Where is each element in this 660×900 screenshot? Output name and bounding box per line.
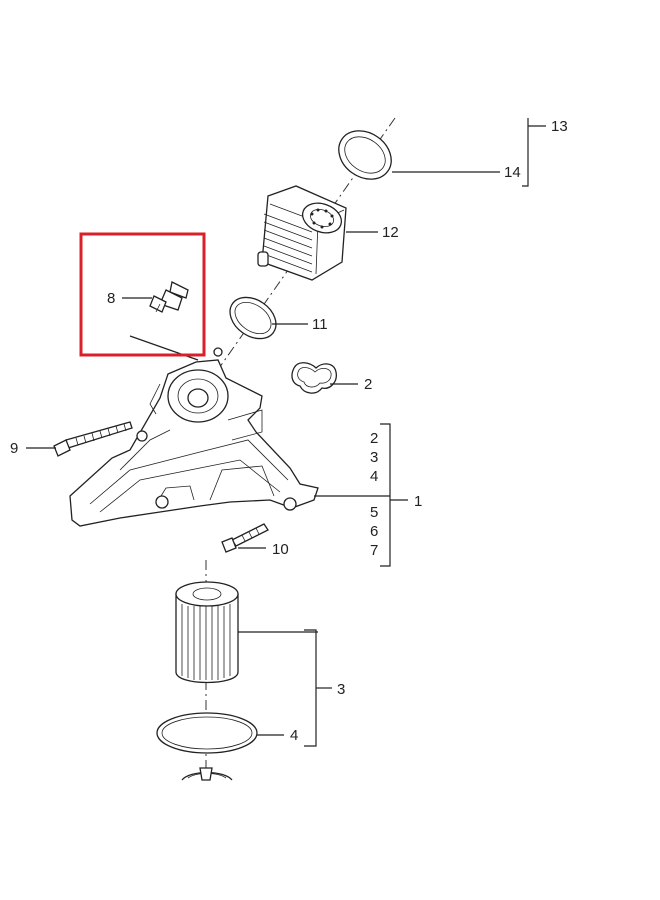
callout-10: 10	[272, 541, 289, 558]
callout-2-list: 2	[370, 430, 378, 447]
part-2-gasket	[291, 362, 337, 394]
callout-labels: 13 14 12 8 11 2 9 2 3 4 1 5 6 7 10 3 4	[10, 118, 568, 744]
callout-7: 7	[370, 542, 378, 559]
callout-6: 6	[370, 523, 378, 540]
part-9-bolt	[53, 421, 133, 457]
callout-12: 12	[382, 224, 399, 241]
part-8-oil-pressure-switch	[149, 281, 189, 313]
bracket-1	[380, 423, 391, 567]
part-14-o-ring	[338, 130, 392, 180]
lower-seal-partial	[181, 767, 233, 781]
callout-13: 13	[551, 118, 568, 135]
bracket-3	[304, 629, 317, 747]
callout-9: 9	[10, 440, 18, 457]
callout-3-list: 3	[370, 449, 378, 466]
callout-14: 14	[504, 164, 521, 181]
callout-8: 8	[107, 290, 115, 307]
callout-2-gasket: 2	[364, 376, 372, 393]
bracket-13	[522, 118, 529, 187]
upper-assembly-axis	[197, 117, 396, 399]
part-1-filter-housing	[69, 347, 319, 527]
callout-4-ring: 4	[290, 727, 298, 744]
part-12-oil-cooler	[257, 185, 347, 281]
callout-3-filter: 3	[337, 681, 345, 698]
part-4-o-ring	[156, 712, 258, 754]
callout-1: 1	[414, 493, 422, 510]
callout-4-list: 4	[370, 468, 378, 485]
callout-5: 5	[370, 504, 378, 521]
part-3-filter-element	[175, 581, 239, 684]
leader-lines	[26, 118, 546, 747]
part-11-o-ring	[229, 296, 277, 340]
callout-11: 11	[312, 316, 328, 333]
highlight-frame	[79, 232, 206, 357]
part-10-bolt	[221, 523, 269, 553]
